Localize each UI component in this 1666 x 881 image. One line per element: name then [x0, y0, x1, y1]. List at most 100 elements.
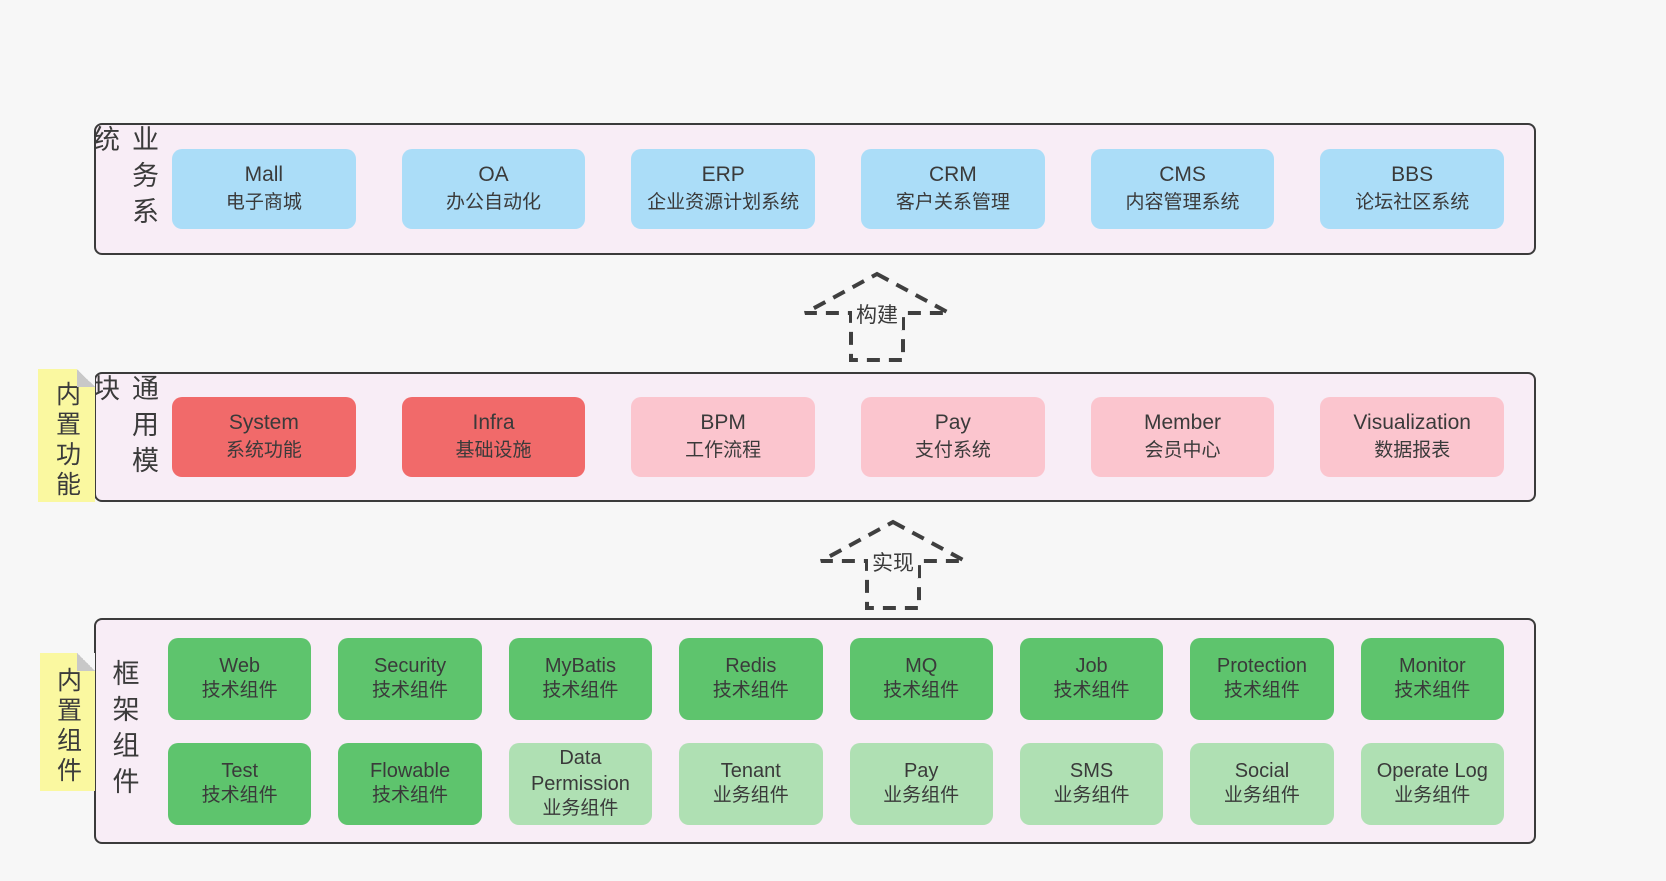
- box-infra: Infra 基础设施: [401, 397, 586, 477]
- box-title: System: [228, 411, 299, 435]
- band-common-modules-content: System 系统功能 Infra 基础设施 BPM 工作流程 Pay 支付系统…: [152, 374, 1534, 500]
- box-crm: CRM 客户关系管理: [861, 149, 1045, 229]
- box-subtitle: 系统功能: [225, 440, 302, 462]
- box-subtitle: 内容管理系统: [1125, 192, 1240, 214]
- band-framework-components-content: Web 技术组件 Security 技术组件 MyBatis 技术组件 Redi…: [152, 620, 1534, 842]
- box-mybatis: MyBatis 技术组件: [508, 637, 653, 720]
- box-monitor: Monitor 技术组件: [1360, 637, 1504, 720]
- implement-arrow-label: 实现: [868, 546, 918, 578]
- box-title: Monitor: [1398, 655, 1466, 678]
- box-social: Social 业务组件: [1190, 742, 1334, 825]
- box-mall: Mall 电子商城: [172, 149, 356, 229]
- box-subtitle: 技术组件: [1223, 680, 1300, 702]
- box-title: BPM: [700, 411, 746, 435]
- box-subtitle: 数据报表: [1374, 440, 1451, 462]
- box-title: MyBatis: [544, 655, 616, 678]
- box-flowable: Flowable 技术组件: [338, 742, 482, 825]
- box-subtitle: 工作流程: [685, 440, 762, 462]
- box-subtitle: 业务组件: [1053, 785, 1130, 807]
- box-job: Job 技术组件: [1019, 637, 1164, 720]
- box-visualization: Visualization 数据报表: [1320, 397, 1505, 477]
- folded-corner-icon: [77, 369, 95, 387]
- sticky-note-text: 内置组件: [53, 667, 82, 787]
- band-framework-components: 框架组件 Web 技术组件 Security 技术组件 MyBatis 技术组件…: [94, 618, 1536, 844]
- box-title: Pay: [934, 411, 971, 435]
- box-pay-component: Pay 业务组件: [849, 742, 993, 825]
- box-title: Infra: [472, 411, 515, 435]
- box-title: BBS: [1391, 163, 1434, 187]
- band-business-systems: 业务系统 Mall 电子商城 OA 办公自动化 ERP 企业资源计划系统 CRM…: [89, 123, 1536, 255]
- box-title: MQ: [905, 655, 938, 678]
- band-common-modules-label: 通用模块: [89, 374, 158, 482]
- box-subtitle: 业务组件: [883, 785, 960, 807]
- box-title: Flowable: [370, 760, 451, 783]
- box-subtitle: 企业资源计划系统: [647, 192, 800, 214]
- box-title: CMS: [1159, 163, 1206, 187]
- box-title: Protection: [1216, 655, 1307, 678]
- box-data-permission: Data Permission 业务组件: [508, 742, 653, 825]
- box-title: Test: [221, 760, 259, 783]
- box-title: Security: [373, 655, 447, 678]
- box-subtitle: 电子商城: [225, 192, 302, 214]
- box-protection: Protection 技术组件: [1190, 637, 1334, 720]
- box-bbs: BBS 论坛社区系统: [1320, 149, 1505, 229]
- box-subtitle: 业务组件: [712, 785, 789, 807]
- box-title: CRM: [928, 163, 977, 187]
- component-row-1: Web 技术组件 Security 技术组件 MyBatis 技术组件 Redi…: [168, 637, 1504, 720]
- box-subtitle: 技术组件: [201, 785, 278, 807]
- implement-arrow: 实现: [811, 508, 975, 616]
- box-subtitle: 会员中心: [1144, 440, 1221, 462]
- box-subtitle: 技术组件: [1394, 680, 1471, 702]
- box-erp: ERP 企业资源计划系统: [631, 149, 816, 229]
- box-bpm: BPM 工作流程: [631, 397, 816, 477]
- build-arrow-label: 构建: [852, 298, 902, 330]
- box-subtitle: 技术组件: [1053, 680, 1130, 702]
- box-subtitle: 技术组件: [372, 785, 449, 807]
- box-subtitle: 基础设施: [455, 440, 532, 462]
- box-web: Web 技术组件: [168, 637, 312, 720]
- box-cms: CMS 内容管理系统: [1090, 149, 1275, 229]
- box-operate-log: Operate Log 业务组件: [1360, 742, 1504, 825]
- box-redis: Redis 技术组件: [679, 637, 823, 720]
- box-subtitle: 业务组件: [1394, 785, 1471, 807]
- box-subtitle: 业务组件: [1223, 785, 1300, 807]
- component-row-2: Test 技术组件 Flowable 技术组件 Data Permission …: [168, 742, 1504, 825]
- folded-corner-icon: [77, 653, 95, 671]
- box-subtitle: 办公自动化: [446, 192, 542, 214]
- up-arrow-icon: [804, 271, 950, 362]
- band-business-systems-content: Mall 电子商城 OA 办公自动化 ERP 企业资源计划系统 CRM 客户关系…: [152, 125, 1534, 253]
- box-title: Pay: [903, 760, 939, 783]
- box-pay-module: Pay 支付系统: [861, 397, 1045, 477]
- box-tenant: Tenant 业务组件: [679, 742, 823, 825]
- box-title: Redis: [725, 655, 777, 678]
- box-title: Visualization: [1353, 411, 1471, 435]
- box-subtitle: 业务组件: [542, 798, 619, 820]
- band-framework-components-label: 框架组件: [108, 659, 139, 803]
- sticky-note-built-in-features: 内置功能: [38, 369, 95, 502]
- box-sms: SMS 业务组件: [1019, 742, 1164, 825]
- sticky-note-text: 内置功能: [52, 380, 81, 501]
- box-title: Job: [1075, 655, 1108, 678]
- box-title: ERP: [701, 163, 745, 187]
- box-subtitle: 技术组件: [542, 680, 619, 702]
- sticky-note-built-in-components: 内置组件: [40, 653, 95, 791]
- band-common-modules: 通用模块 System 系统功能 Infra 基础设施 BPM 工作流程 Pay…: [89, 372, 1536, 502]
- box-subtitle: 技术组件: [883, 680, 960, 702]
- box-member: Member 会员中心: [1090, 397, 1275, 477]
- box-title: Web: [219, 655, 261, 678]
- box-title: OA: [478, 163, 509, 187]
- up-arrow-icon: [820, 519, 966, 610]
- box-title: Member: [1144, 411, 1222, 435]
- box-subtitle: 客户关系管理: [895, 192, 1010, 214]
- box-title: Data Permission: [530, 747, 630, 796]
- box-title: Mall: [244, 163, 284, 187]
- box-title: Operate Log: [1376, 760, 1488, 783]
- box-test: Test 技术组件: [168, 742, 312, 825]
- box-title: SMS: [1069, 760, 1114, 783]
- box-subtitle: 技术组件: [372, 680, 449, 702]
- box-security: Security 技术组件: [338, 637, 482, 720]
- box-subtitle: 技术组件: [201, 680, 278, 702]
- box-title: Tenant: [720, 760, 781, 783]
- box-oa: OA 办公自动化: [401, 149, 586, 229]
